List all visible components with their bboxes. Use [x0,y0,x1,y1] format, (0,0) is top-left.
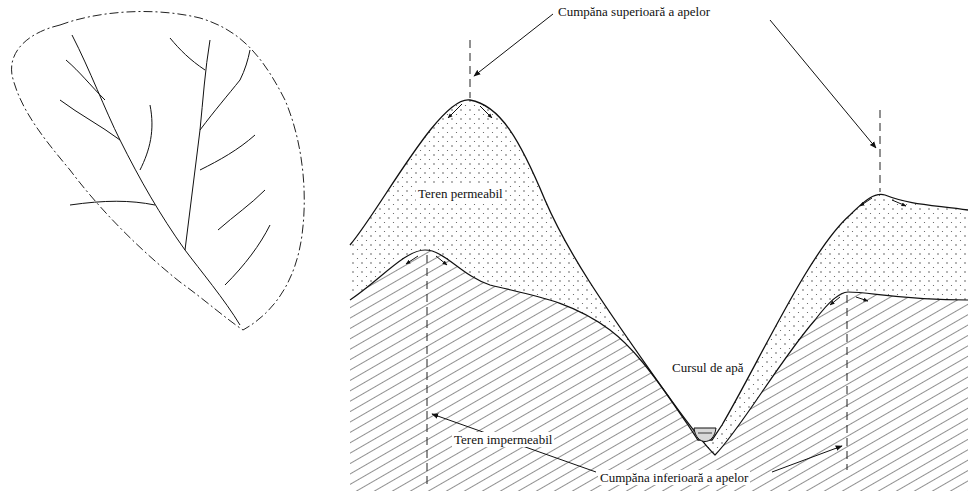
divide-label: Cumpăna inferioară a apelor [598,470,750,485]
divide-label: Cumpăna superioară a apelor [556,4,712,19]
river-label: Cursul de apă [670,360,745,375]
flow-arrows [406,104,906,305]
impermeable-surface [350,250,968,455]
divide-lines [427,40,880,488]
river-channel [694,428,716,442]
river-network [60,35,270,325]
layer-label: Teren permeabil [416,186,505,201]
basin-outline [12,12,305,330]
ground-surface [350,100,968,440]
permeable-layer [350,100,968,455]
layer-label: Teren impermeabil [452,432,554,447]
pointer-arrows [432,14,876,472]
